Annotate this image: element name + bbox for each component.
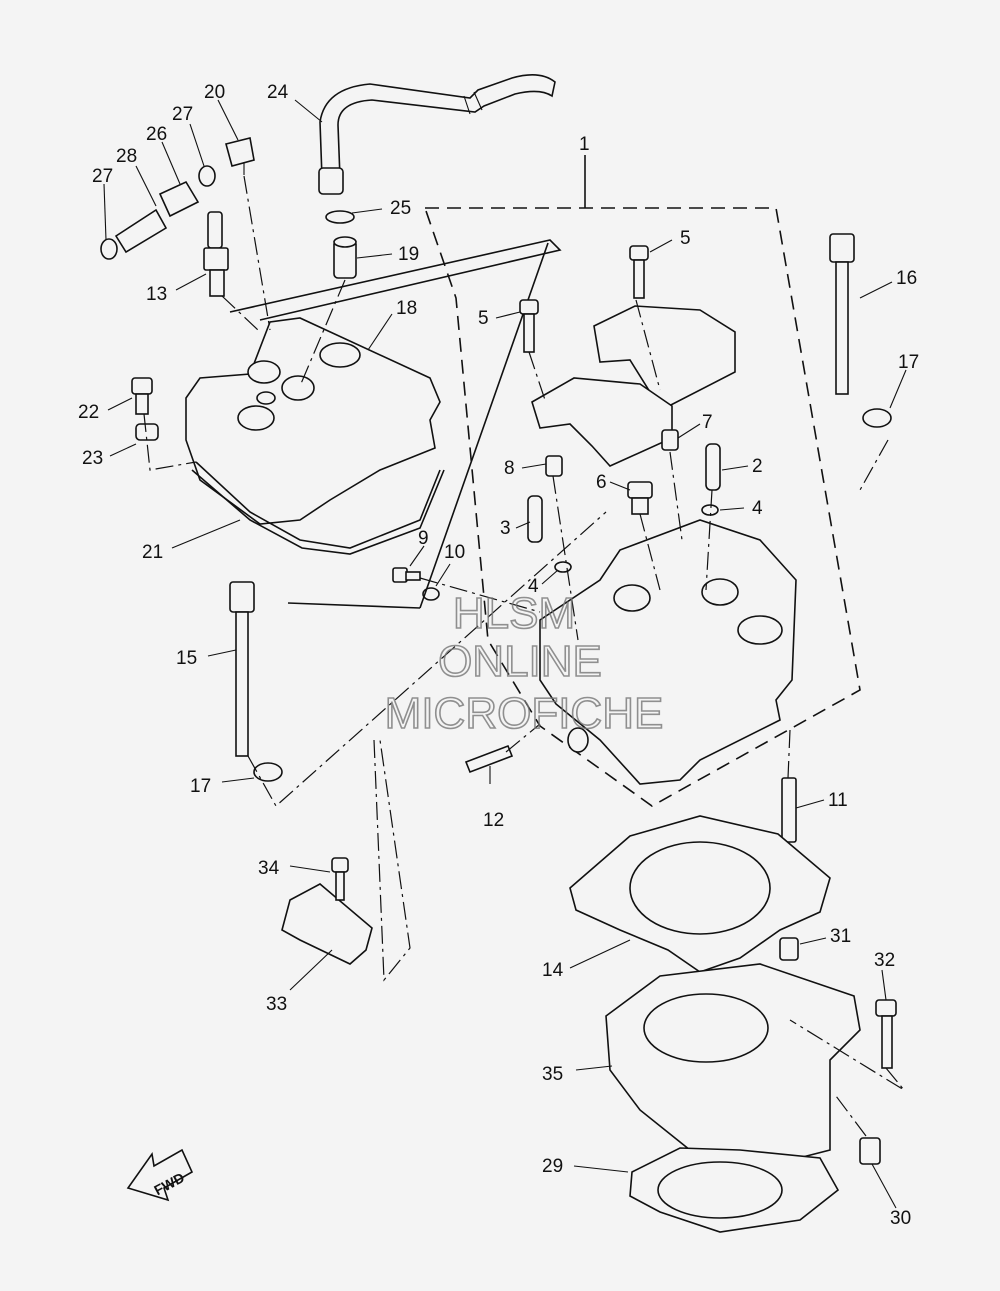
label-14: 14 — [542, 960, 564, 981]
label-5a: 5 — [680, 228, 691, 249]
hose-guide — [281, 883, 373, 965]
gasket-10 — [422, 587, 440, 601]
label-27a: 27 — [172, 104, 193, 125]
label-26: 26 — [146, 124, 167, 145]
label-20: 20 — [204, 82, 225, 103]
label-4a: 4 — [752, 498, 763, 519]
label-30: 30 — [890, 1208, 911, 1229]
bolt-32 — [875, 999, 897, 1069]
washer-17a — [253, 762, 283, 782]
label-17a: 17 — [898, 352, 919, 373]
cylinder — [605, 963, 861, 1169]
label-24: 24 — [267, 82, 289, 103]
cylinder-head-cover — [185, 317, 441, 549]
label-34: 34 — [258, 858, 280, 879]
leader-lines — [103, 99, 907, 1209]
head-gasket — [569, 815, 831, 973]
head-cover-gasket — [191, 469, 445, 555]
label-9: 9 — [418, 528, 429, 549]
label-5b: 5 — [478, 308, 489, 329]
label-29: 29 — [542, 1156, 563, 1177]
washer-17b — [862, 408, 892, 428]
label-13: 13 — [146, 284, 167, 305]
label-2: 2 — [752, 456, 763, 477]
label-18: 18 — [396, 298, 417, 319]
label-17b: 17 — [190, 776, 211, 797]
plug-6 — [627, 481, 653, 515]
watermark-line1: HLSM — [453, 589, 575, 638]
label-25: 25 — [390, 198, 411, 219]
fwd-arrow-icon: FWD — [126, 1148, 194, 1202]
stud-11 — [781, 777, 797, 843]
cover-grommet — [135, 423, 159, 441]
nut-30 — [859, 1137, 881, 1165]
label-16: 16 — [896, 268, 917, 289]
cylinder-head-assembly-outline — [423, 155, 861, 807]
label-21: 21 — [142, 542, 163, 563]
long-bolt-16 — [829, 233, 855, 395]
label-28: 28 — [116, 146, 137, 167]
stud-12 — [464, 744, 514, 774]
label-1: 1 — [579, 134, 590, 155]
label-6: 6 — [596, 472, 607, 493]
valve-guide-2 — [705, 443, 721, 491]
cylinder-head — [539, 519, 797, 785]
assembly-lines — [143, 175, 905, 1137]
label-23: 23 — [82, 448, 103, 469]
base-gasket — [629, 1147, 840, 1233]
label-31: 31 — [830, 926, 851, 947]
breather-hose — [318, 74, 556, 195]
watermark-line3: MICROFICHE — [385, 689, 664, 738]
o-ring-4b — [554, 561, 572, 573]
label-15: 15 — [176, 648, 197, 669]
dowel-7 — [661, 429, 679, 451]
plug-cap-parts — [100, 137, 255, 260]
bolt-9 — [392, 567, 421, 583]
bolt-34 — [331, 857, 349, 901]
label-11: 11 — [828, 790, 848, 811]
label-12: 12 — [483, 810, 504, 831]
label-10: 10 — [444, 542, 465, 563]
watermark: HLSM ONLINE MICROFICHE — [384, 588, 664, 739]
dowel-8 — [545, 455, 563, 477]
label-8: 8 — [504, 458, 515, 479]
dowel-31 — [779, 937, 799, 961]
breather-pipe — [333, 236, 357, 279]
long-bolt-15 — [229, 581, 255, 757]
part-labels: 1 2 3 4 4 5 5 6 7 8 9 10 11 12 13 14 15 … — [78, 82, 919, 1229]
cover-bolt — [131, 377, 153, 415]
watermark-line2: ONLINE — [438, 637, 602, 686]
label-3: 3 — [500, 518, 511, 539]
label-4b: 4 — [528, 576, 539, 597]
label-35: 35 — [542, 1064, 563, 1085]
label-32: 32 — [874, 950, 895, 971]
camshaft-caps — [531, 305, 736, 467]
label-7: 7 — [702, 412, 713, 433]
label-22: 22 — [78, 402, 99, 423]
spark-plug — [203, 211, 229, 297]
label-27b: 27 — [92, 166, 113, 187]
valve-guide-3 — [527, 495, 543, 543]
cap-bolts — [519, 245, 649, 353]
hose-clip — [325, 210, 355, 224]
label-33: 33 — [266, 994, 287, 1015]
label-19: 19 — [398, 244, 419, 265]
